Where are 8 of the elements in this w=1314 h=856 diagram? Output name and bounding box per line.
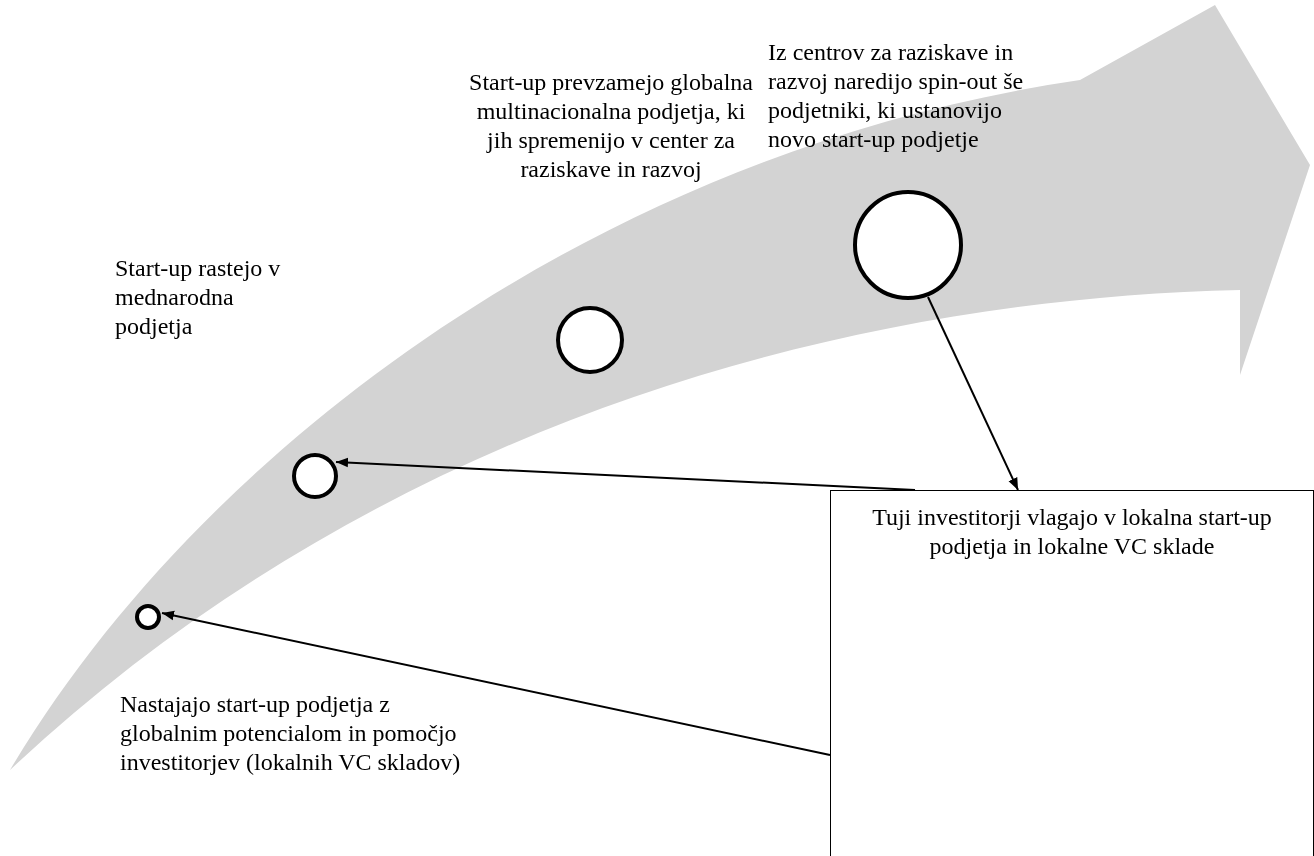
step-caption: Iz centrov za raziskave in razvoj naredijo spin-out še podjetniki, ki ustanovijo novo start-up podjetje	[768, 38, 1025, 154]
arrow	[335, 457, 916, 491]
step-caption: Nastajajo start-up podjetja z globalnim potencialom in pomočjo investitorjev (lokalnih VC skladov)	[120, 690, 462, 777]
step-caption: Start-up prevzamejo globalna multinacionalna podjetja, ki jih spremenijo v center za raziskave in razvoj	[468, 68, 754, 184]
note-box: Tuji investitorji vlagajo v lokalna start-up podjetja in lokalne VC sklade	[830, 490, 1314, 856]
arrow	[161, 610, 831, 756]
step-caption: Start-up rastejo v mednarodna podjetja	[115, 254, 282, 341]
arrow	[927, 296, 1019, 491]
